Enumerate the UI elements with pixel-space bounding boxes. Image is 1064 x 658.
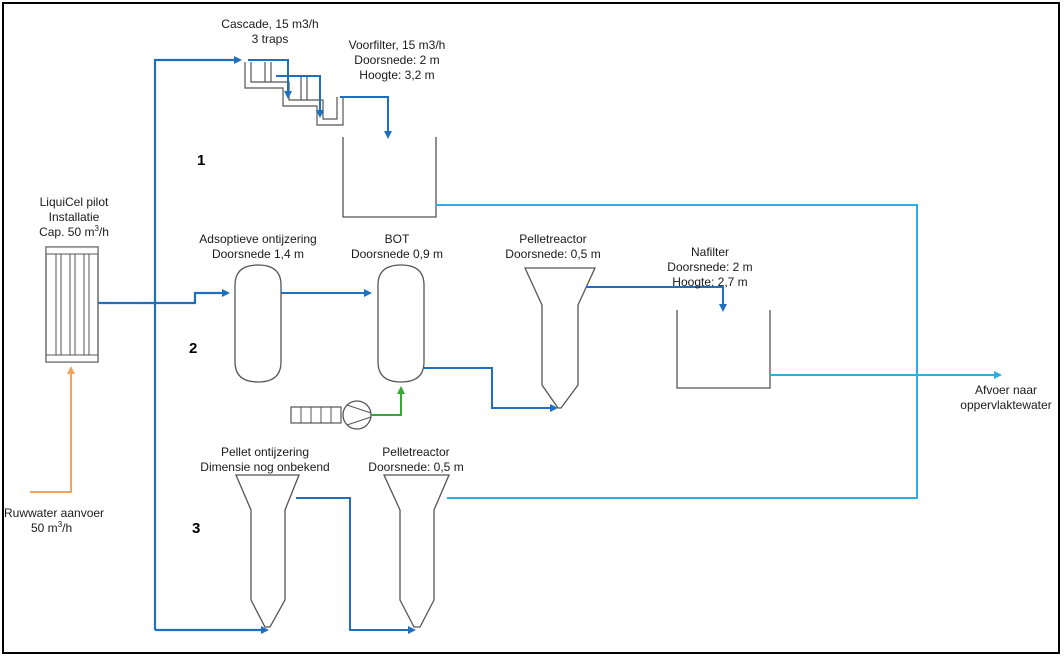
cascade-flow (248, 59, 392, 139)
pellet-ontijzering-label-line2: Dimensie nog onbekend (200, 460, 330, 474)
pelletreactor-2-label: Pelletreactor Doorsnede: 0,5 m (505, 232, 600, 262)
voorfilter-label-line2: Doorsnede: 2 m (354, 53, 440, 67)
afvoer-label: Afvoer naar oppervlaktewater (960, 383, 1051, 413)
bot-vessel (377, 264, 425, 383)
afvoer-label-line1: Afvoer naar (974, 383, 1038, 397)
adsoptieve-ontijzering-vessel (234, 264, 282, 383)
pellet-ontijzering-label-line1: Pellet ontijzering (220, 445, 310, 459)
cascade (244, 62, 344, 126)
nafilter-label: Nafilter Doorsnede: 2 m Hoogte: 2,7 m (667, 245, 752, 290)
main-distribution-line (98, 56, 269, 634)
nafilter-label-line1: Nafilter (690, 245, 730, 259)
bot-label: BOT Doorsnede 0,9 m (351, 232, 443, 262)
nafilter-tank (676, 310, 771, 389)
route-number-3: 3 (192, 520, 201, 537)
nafilter-label-line2: Doorsnede: 2 m (667, 260, 753, 274)
cascade-label: Cascade, 15 m3/h 3 traps (221, 17, 318, 47)
liquicel-label: LiquiCel pilot Installatie Cap. 50 m3/h (39, 195, 109, 240)
cascade-label-line2: 3 traps (251, 32, 289, 46)
raw-water-feed-line (30, 366, 75, 493)
adsoptieve-label: Adsoptieve ontijzering Doorsnede 1,4 m (199, 232, 316, 262)
discharge-collection-line (436, 204, 1002, 499)
pelletreactor-3-label-line1: Pelletreactor (382, 445, 450, 459)
pelletreactor-3-shape (382, 474, 450, 628)
pellet-ontijzering-shape (235, 474, 300, 628)
dosing-line (371, 386, 405, 416)
pelletreactor-2-shape (523, 267, 597, 409)
ruwwater-label-line1: Ruwwater aanvoer (4, 506, 105, 520)
pelletreactor-3-label-line2: Doorsnede: 0,5 m (368, 460, 464, 474)
pelletreactor-3-label: Pelletreactor Doorsnede: 0,5 m (368, 445, 463, 475)
pellet-ontijzering-label: Pellet ontijzering Dimensie nog onbekend (200, 445, 329, 475)
flow-pellet-ontijzering-to-pelletreactor-3 (296, 497, 416, 634)
voorfilter-label-line1: Voorfilter, 15 m3/h (348, 38, 446, 52)
ruwwater-label-line2: 50 m3/h (31, 520, 73, 536)
voorfilter-label-line3: Hoogte: 3,2 m (359, 68, 435, 82)
adsoptieve-label-line1: Adsoptieve ontijzering (199, 232, 317, 246)
nafilter-label-line3: Hoogte: 2,7 m (672, 275, 748, 289)
pelletreactor-2-label-line1: Pelletreactor (519, 232, 587, 246)
cascade-label-line1: Cascade, 15 m3/h (221, 17, 319, 31)
bot-label-line1: BOT (384, 232, 410, 246)
bot-label-line2: Doorsnede 0,9 m (350, 247, 444, 261)
liquicel-label-line1: LiquiCel pilot (39, 195, 109, 209)
pelletreactor-2-label-line2: Doorsnede: 0,5 m (505, 247, 601, 261)
liquicel-label-line3: Cap. 50 m3/h (39, 224, 109, 240)
voorfilter-label: Voorfilter, 15 m3/h Doorsnede: 2 m Hoogt… (349, 38, 446, 83)
liquicel-unit (45, 246, 99, 363)
flow-bot-to-pelletreactor-2 (424, 367, 558, 412)
voorfilter-tank (342, 137, 437, 218)
dosing-pump (290, 400, 372, 430)
adsoptieve-label-line2: Doorsnede 1,4 m (211, 247, 305, 261)
route-number-1: 1 (197, 152, 206, 169)
ruwwater-label: Ruwwater aanvoer 50 m3/h (4, 506, 104, 536)
liquicel-label-line2: Installatie (48, 210, 100, 224)
flow-pelletreactor-2-to-nafilter (586, 286, 727, 312)
route-number-2: 2 (189, 340, 198, 357)
afvoer-label-line2: oppervlaktewater (960, 398, 1052, 412)
